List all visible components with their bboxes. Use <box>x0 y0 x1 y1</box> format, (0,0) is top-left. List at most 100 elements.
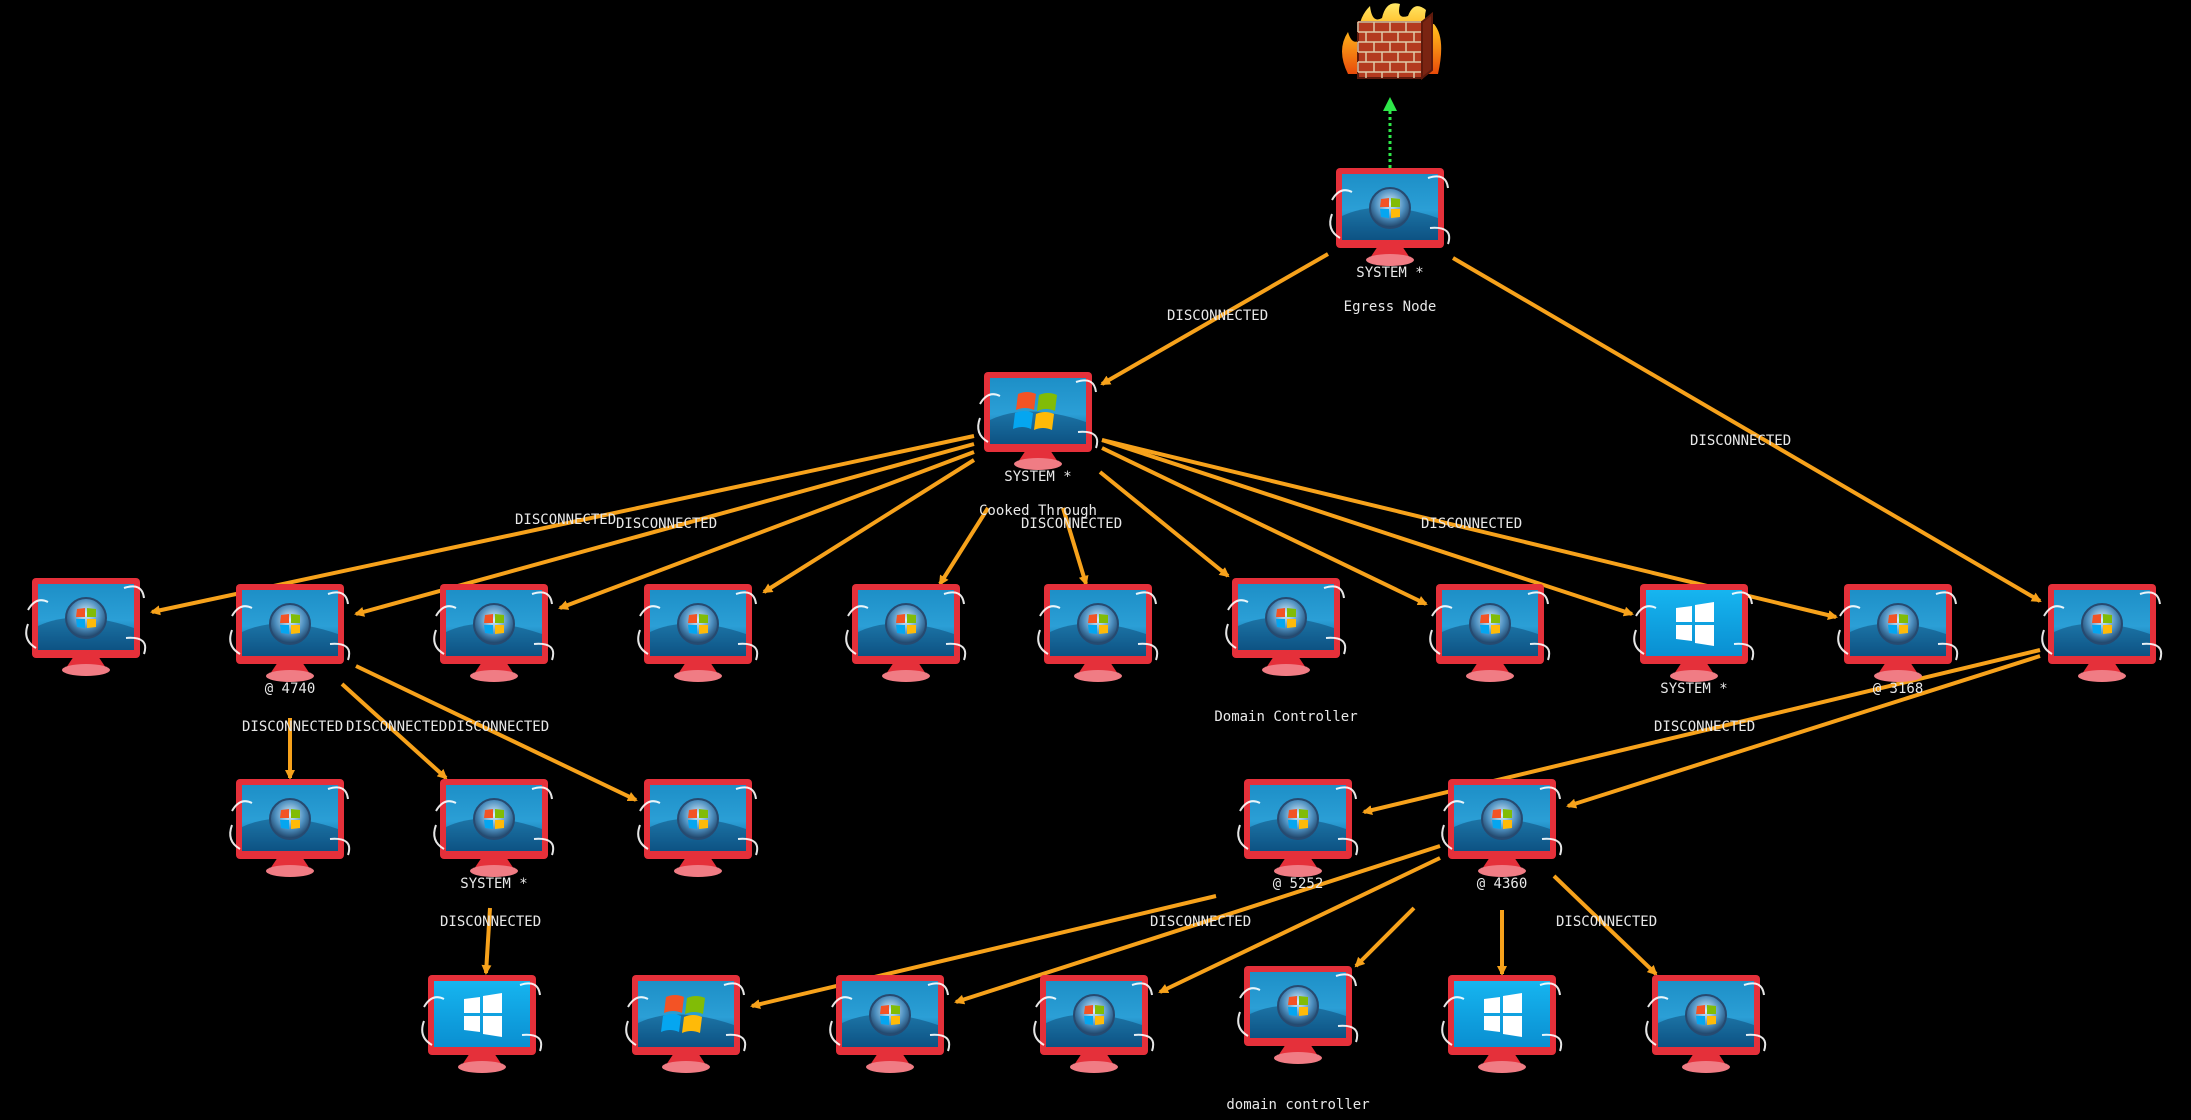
edge-label-pivot-to-r1: DISCONNECTED <box>515 512 616 528</box>
edge-pivot-to-r1 <box>150 434 975 616</box>
computer-win7-icon <box>1237 966 1359 1064</box>
node-r7[interactable]: Domain Controller <box>1214 578 1358 725</box>
edge-label-r11-to-m4: DISCONNECTED <box>1654 719 1755 735</box>
edge-pivot-to-r3 <box>558 450 975 610</box>
edge-m2-to-b1 <box>481 907 492 975</box>
edge-pivot-to-r7 <box>1098 470 1230 578</box>
computer-win7-icon <box>1837 584 1959 682</box>
windows7-orb-icon <box>1077 603 1119 645</box>
node-b4[interactable] <box>1033 975 1155 1073</box>
node-b2[interactable] <box>625 975 747 1073</box>
edge-pivot-to-r6 <box>1061 507 1089 586</box>
node-note-b5: domain controller <box>1226 1097 1369 1113</box>
node-r5[interactable] <box>845 584 967 682</box>
computer-win7-icon <box>1237 779 1359 877</box>
edge-label-pivot-to-r8: DISCONNECTED <box>1421 516 1522 532</box>
edge-label-m5-to-b7: DISCONNECTED <box>1556 914 1657 930</box>
node-label-r2: @ 4740 <box>265 681 316 697</box>
node-r11[interactable] <box>2041 584 2163 682</box>
computer-win7-icon <box>2041 584 2163 682</box>
computer-win7-icon <box>1037 584 1159 682</box>
computer-win7-icon <box>637 584 759 682</box>
node-b1[interactable] <box>421 975 543 1073</box>
node-pivot[interactable]: SYSTEM *Cooked Through <box>977 372 1099 519</box>
node-label-m2: SYSTEM * <box>460 876 527 892</box>
windows7-orb-icon <box>1073 994 1115 1036</box>
node-m1[interactable] <box>229 779 351 877</box>
computer-win7-icon <box>433 779 555 877</box>
edge-r2-to-m3 <box>355 664 638 802</box>
windows10-logo-icon <box>1676 602 1714 646</box>
windows7-orb-icon <box>885 603 927 645</box>
edge-pivot-to-r4 <box>762 458 976 594</box>
edge-m5-to-b4 <box>1158 856 1441 994</box>
windows7-orb-icon <box>65 597 107 639</box>
computer-win7-icon <box>1225 578 1347 676</box>
node-m3[interactable] <box>637 779 759 877</box>
node-m4[interactable]: @ 5252 <box>1237 779 1359 892</box>
computer-winxp-icon <box>977 372 1099 470</box>
node-r2[interactable]: @ 4740 <box>229 584 351 697</box>
node-b3[interactable] <box>829 975 951 1073</box>
computer-win7-icon <box>25 578 147 676</box>
node-r8[interactable] <box>1429 584 1551 682</box>
node-b6[interactable] <box>1441 975 1563 1073</box>
windows7-orb-icon <box>269 603 311 645</box>
node-label-r10: @ 3168 <box>1873 681 1924 697</box>
node-r6[interactable] <box>1037 584 1159 682</box>
computer-win10-icon <box>421 975 543 1073</box>
node-r4[interactable] <box>637 584 759 682</box>
edge-r2-to-m2 <box>340 682 448 780</box>
node-r1[interactable] <box>25 578 147 676</box>
node-egress[interactable]: SYSTEM *Egress Node <box>1329 168 1451 315</box>
edge-label-pivot-to-r6: DISCONNECTED <box>1021 516 1122 532</box>
windows7-orb-icon <box>677 603 719 645</box>
windows10-logo-icon <box>464 993 502 1037</box>
edge-label-egress-to-pivot: DISCONNECTED <box>1167 308 1268 324</box>
edge-label-egress-to-r11: DISCONNECTED <box>1690 433 1791 449</box>
edge-pivot-to-r5 <box>938 506 990 586</box>
computer-win7-icon <box>1645 975 1767 1073</box>
edge-label-r2-to-m1: DISCONNECTED <box>242 719 343 735</box>
firewall-icon <box>1342 3 1442 81</box>
windows7-orb-icon <box>1877 603 1919 645</box>
node-note-r7: Domain Controller <box>1214 709 1357 725</box>
edge-label-r2-to-m2: DISCONNECTED <box>346 719 447 735</box>
edge-label-r2-to-m3: DISCONNECTED <box>448 719 549 735</box>
windows7-orb-icon <box>1469 603 1511 645</box>
node-r3[interactable] <box>433 584 555 682</box>
node-r10[interactable]: @ 3168 <box>1837 584 1959 697</box>
computer-win10-icon <box>1633 584 1755 682</box>
windows7-orb-icon <box>269 798 311 840</box>
windows10-logo-icon <box>1484 993 1522 1037</box>
computer-win7-icon <box>1033 975 1155 1073</box>
computer-win7-icon <box>229 584 351 682</box>
windows7-orb-icon <box>473 798 515 840</box>
node-label-r9: SYSTEM * <box>1660 681 1727 697</box>
computer-win7-icon <box>1429 584 1551 682</box>
computer-win10-icon <box>1441 975 1563 1073</box>
edge-label-m5-to-b2: DISCONNECTED <box>1150 914 1251 930</box>
edge-m5-to-b7 <box>1552 874 1658 976</box>
computer-win7-icon <box>637 779 759 877</box>
node-b7[interactable] <box>1645 975 1767 1073</box>
edge-label-pivot-to-r2: DISCONNECTED <box>616 516 717 532</box>
computer-win7-icon <box>1441 779 1563 877</box>
windows7-orb-icon <box>1265 597 1307 639</box>
computer-win7-icon <box>433 584 555 682</box>
windows7-orb-icon <box>869 994 911 1036</box>
edge-egress-to-pivot <box>1100 252 1329 386</box>
edge-m5-to-b2 <box>750 894 1217 1010</box>
node-m5[interactable]: @ 4360 <box>1441 779 1563 892</box>
node-label-m4: @ 5252 <box>1273 876 1324 892</box>
node-r9[interactable]: SYSTEM * <box>1633 584 1755 697</box>
node-note-pivot: Cooked Through <box>979 503 1097 519</box>
edge-m5-to-b3 <box>954 844 1441 1005</box>
node-b5[interactable]: domain controller <box>1226 966 1370 1113</box>
windows7-orb-icon <box>1277 985 1319 1027</box>
windows7-orb-icon <box>677 798 719 840</box>
node-m2[interactable]: SYSTEM * <box>433 779 555 892</box>
windows7-orb-icon <box>1277 798 1319 840</box>
node-label-egress: SYSTEM * <box>1356 265 1423 281</box>
